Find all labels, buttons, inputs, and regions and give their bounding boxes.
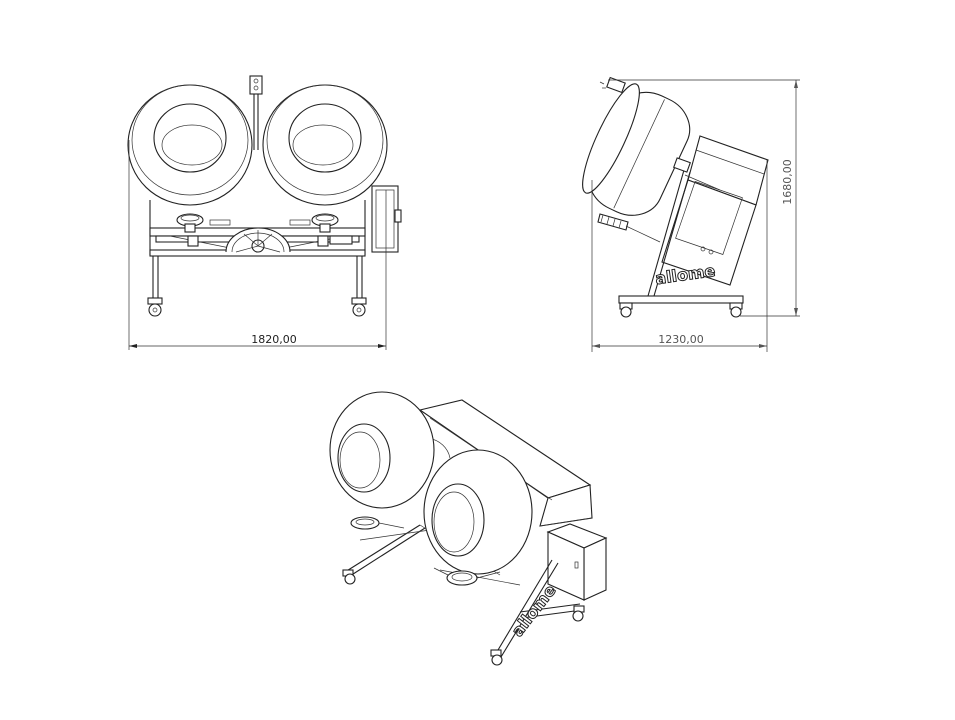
height-dimension: 1680,00 xyxy=(608,79,800,317)
iso-back-burner xyxy=(350,516,405,530)
motor-box xyxy=(371,185,402,253)
side-column xyxy=(647,157,721,297)
iso-caster-3 xyxy=(572,605,585,622)
depth-dimension: 1230,00 xyxy=(591,160,768,352)
iso-cabinet xyxy=(418,399,593,527)
side-view: allome 1230,00 1680,00 xyxy=(582,76,800,352)
iso-caster-1 xyxy=(342,569,356,585)
side-burner xyxy=(597,213,661,243)
depth-dimension-label: 1230,00 xyxy=(658,333,704,346)
iso-back-drum xyxy=(329,391,435,509)
iso-front-drum xyxy=(423,449,533,575)
right-burner xyxy=(311,213,339,233)
width-dimension: 1820,00 xyxy=(128,140,387,350)
pulley-wheel xyxy=(225,227,353,253)
front-view: 1820,00 xyxy=(127,75,402,350)
left-drum xyxy=(127,84,253,206)
iso-view: allome xyxy=(329,391,608,666)
front-right-caster xyxy=(351,297,367,317)
iso-caster-2 xyxy=(490,649,503,666)
iso-control-box xyxy=(546,523,608,601)
control-pole xyxy=(249,75,263,150)
left-burner xyxy=(176,213,204,233)
width-dimension-label: 1820,00 xyxy=(251,333,297,346)
side-base xyxy=(618,295,744,318)
side-drum xyxy=(582,83,691,216)
front-left-caster xyxy=(147,297,163,317)
height-dimension-label: 1680,00 xyxy=(781,159,794,205)
right-drum xyxy=(262,84,388,206)
side-cabinet xyxy=(661,135,769,286)
iso-front-burner xyxy=(433,567,501,586)
